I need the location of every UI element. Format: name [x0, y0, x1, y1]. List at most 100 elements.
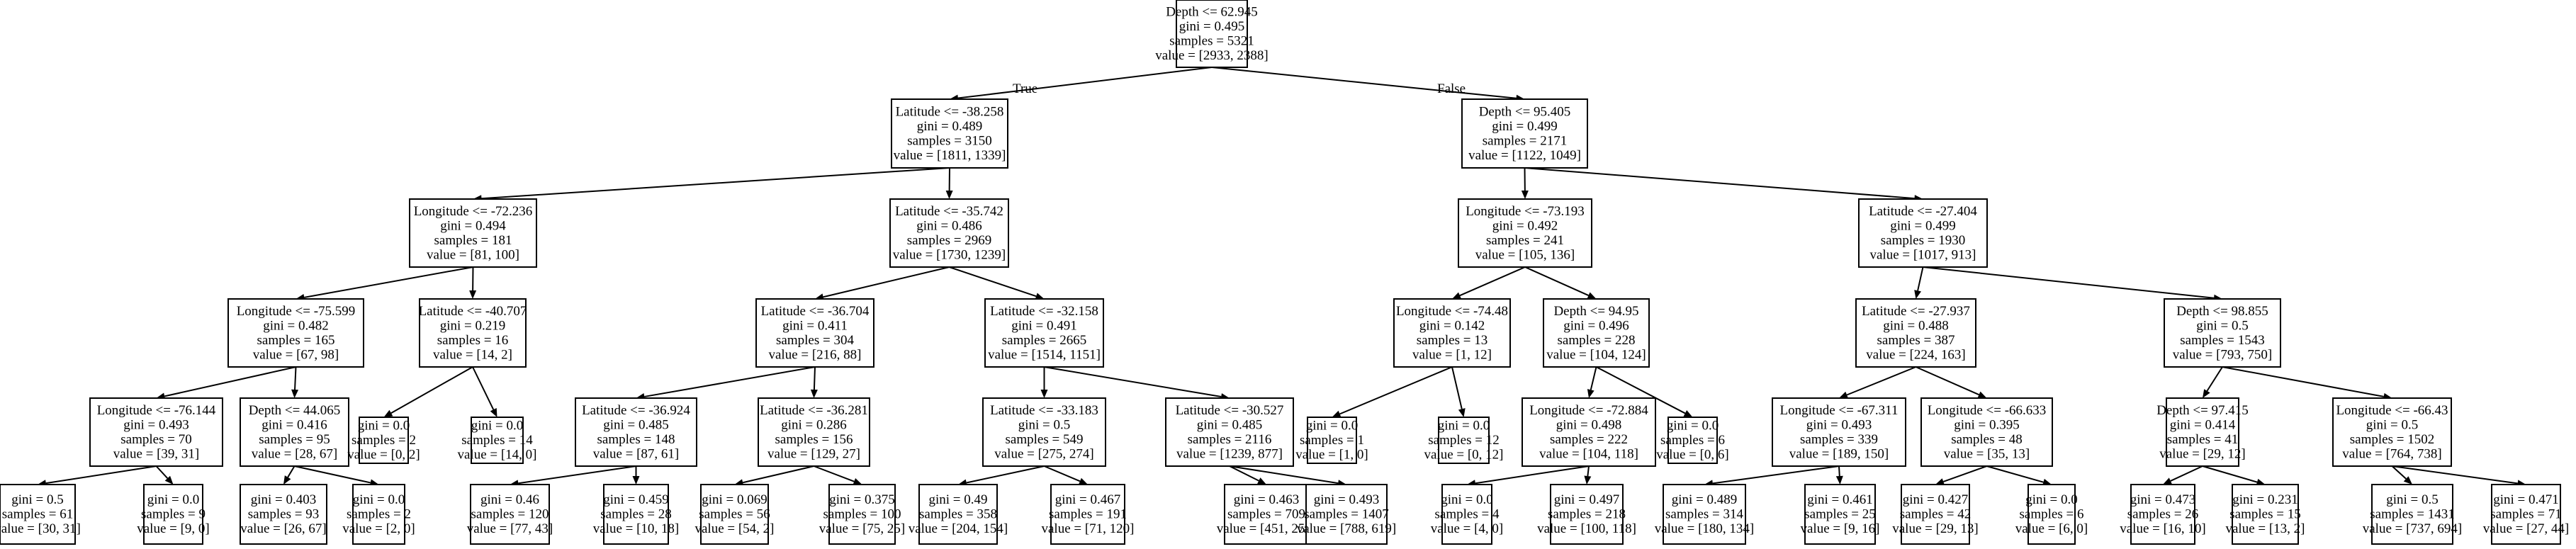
node-text-line: value = [10, 18]: [593, 521, 680, 536]
node-text-line: gini = 0.491: [1011, 318, 1077, 333]
edge-line: [1986, 465, 2044, 483]
node-text-line: Latitude <= -36.281: [760, 403, 868, 418]
node-text-line: samples = 358: [919, 507, 997, 522]
node-box: [758, 397, 870, 467]
node-text-line: gini = 0.069: [702, 492, 767, 507]
edge-line: [957, 67, 1213, 99]
node-text-line: value = [216, 88]: [768, 347, 861, 362]
node-text-line: value = [104, 118]: [1539, 446, 1638, 461]
edge-arrowhead: [1521, 190, 1529, 199]
edge-line: [1838, 465, 1840, 477]
node-text-line: gini = 0.403: [251, 492, 317, 507]
node-text-line: Depth <= 62.945: [1166, 4, 1258, 19]
node-text-line: gini = 0.497: [1554, 492, 1620, 507]
node-text-line: gini = 0.467: [1055, 492, 1121, 507]
node-text-line: Latitude <= -27.937: [1862, 304, 1970, 319]
node-text-line: samples = 228: [1558, 333, 1636, 348]
node-text-line: value = [29, 13]: [1892, 521, 1979, 536]
edge-line: [949, 266, 1037, 298]
node-text-line: samples = 1407: [1304, 507, 1388, 522]
node-text-line: Longitude <= -73.193: [1466, 204, 1585, 219]
node-text-line: gini = 0.0: [1441, 492, 1493, 507]
node-text-line: value = [29, 12]: [2159, 446, 2246, 461]
edge-arrowhead: [2203, 389, 2210, 398]
edge-line: [1846, 366, 1916, 396]
node-box: [240, 484, 327, 545]
node-text-line: samples = 709: [1227, 507, 1305, 522]
tree-edge-n20-n38: [814, 465, 862, 485]
tree-edge-n28-n47: [1935, 465, 1987, 485]
edge-arrowhead: [1977, 391, 1987, 398]
node-text-line: value = [35, 13]: [1944, 446, 2030, 461]
tree-edge-n10-n21: [1040, 367, 1048, 398]
edge-arrowhead: [291, 389, 299, 398]
node-box: [918, 484, 998, 545]
edge-line: [518, 465, 636, 485]
node-text-line: value = [793, 750]: [2173, 347, 2273, 362]
edge-line: [1916, 366, 1979, 396]
node-box: [1307, 417, 1357, 464]
edge-arrowhead: [1839, 391, 1848, 399]
edge-arrowhead: [1452, 292, 1461, 299]
node-text-line: gini = 0.498: [1556, 417, 1622, 432]
node-text-line: samples = 1431: [2370, 507, 2454, 522]
node-text-line: samples = 339: [1800, 432, 1878, 447]
edge-arrowhead: [2403, 476, 2412, 485]
node-text-line: samples = 93: [248, 507, 319, 522]
node-text-line: value = [451, 258]: [1217, 521, 1317, 536]
tree-edge-n6-n14: [1923, 266, 2222, 302]
node-text-line: samples = 5321: [1169, 33, 1254, 48]
edge-line: [2202, 465, 2258, 483]
node-text-line: gini = 0.485: [1197, 417, 1263, 432]
edge-line: [1339, 366, 1453, 415]
edge-arrowhead: [1332, 410, 1342, 417]
node-box: [2491, 484, 2561, 545]
node-text-line: value = [27, 44]: [2483, 521, 2570, 536]
edge-arrowhead: [469, 290, 477, 299]
edge-arrowhead: [1079, 477, 1088, 485]
node-box: [0, 484, 76, 545]
node-text-line: value = [30, 31]: [0, 521, 81, 536]
node-box: [575, 397, 697, 467]
edge-arrowhead: [1584, 475, 1592, 485]
node-box: [1920, 397, 2053, 467]
edge-line: [2170, 465, 2203, 482]
tree-edge-n4-n9: [815, 266, 950, 301]
node-box: [1663, 484, 1746, 545]
tree-edge-n0-n2: [1211, 67, 1525, 102]
tree-edge-n13-n28: [1916, 366, 1987, 398]
edge-line: [1524, 266, 1589, 297]
node-text-line: gini = 0.486: [916, 218, 982, 233]
node-box: [1855, 298, 1976, 368]
node-text-line: samples = 222: [1550, 432, 1628, 447]
tree-edge-n9-n19: [636, 366, 816, 400]
node-text-line: samples = 2969: [907, 233, 991, 248]
node-text-line: gini = 0.375: [829, 492, 895, 507]
node-box: [1667, 417, 1718, 464]
node-text-line: Latitude <= -36.704: [761, 304, 870, 319]
edge-line: [304, 266, 473, 298]
node-text-line: gini = 0.5: [2386, 492, 2439, 507]
tree-edge-n21-n39: [958, 465, 1045, 487]
edge-label-false: False: [1437, 81, 1466, 96]
node-text-line: samples = 156: [775, 432, 853, 447]
node-text-line: gini = 0.395: [1954, 417, 2020, 432]
edge-arrowhead: [1257, 477, 1266, 485]
node-box: [1438, 417, 1490, 464]
node-text-line: samples = 314: [1665, 507, 1743, 522]
node-text-line: samples = 28: [600, 507, 671, 522]
tree-edge-n3-n7: [296, 266, 473, 301]
edge-arrowhead: [490, 408, 497, 417]
